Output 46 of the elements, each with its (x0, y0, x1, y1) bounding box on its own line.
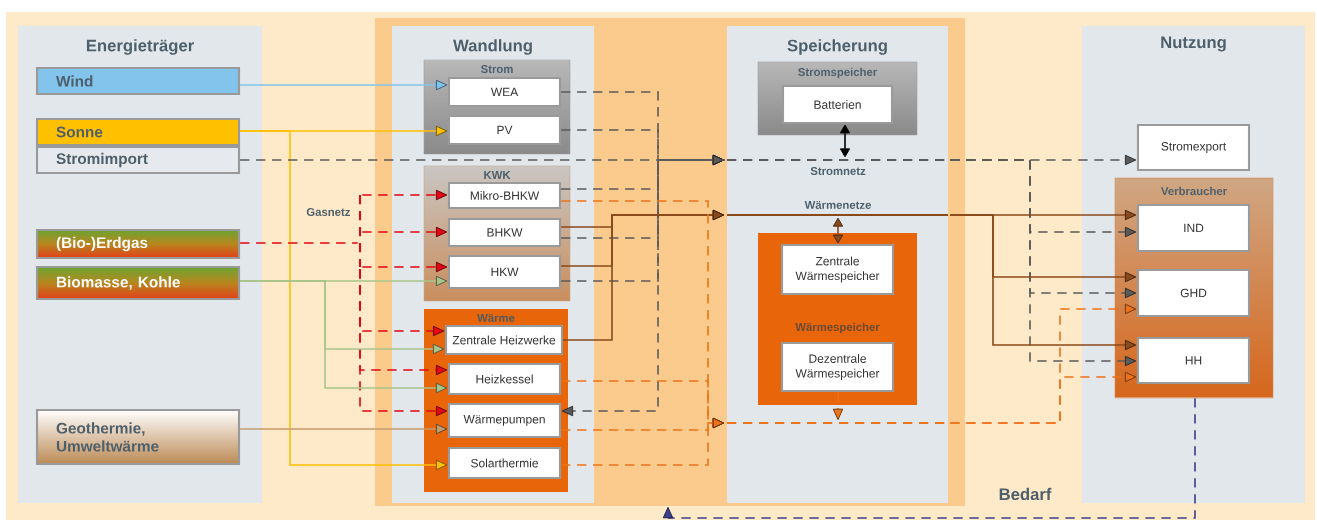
area-label: Bedarf (999, 487, 1052, 501)
arrow (839, 124, 851, 158)
process-box: Stromexport (1136, 123, 1251, 172)
source-box: Geothermie, Umweltwärme (35, 408, 241, 466)
process-box: Batterien (781, 84, 894, 125)
arrow (361, 189, 448, 201)
network-label: Stromnetz (810, 167, 866, 175)
process-box: WEA (447, 76, 562, 108)
arrow (359, 268, 448, 417)
arrow (562, 209, 725, 341)
arrow (560, 154, 725, 282)
connector-line (239, 242, 359, 244)
arrow (832, 391, 844, 421)
process-box: Zentrale Wärmespeicher (780, 243, 895, 296)
source-box: Biomasse, Kohle (35, 265, 241, 301)
arrow (239, 423, 448, 435)
process-box: HH (1136, 336, 1251, 385)
arrow (361, 226, 448, 238)
source-box: Wind (35, 66, 241, 96)
arrow (239, 79, 448, 91)
arrow (949, 159, 1137, 367)
arrow (949, 214, 1137, 351)
process-box: GHD (1136, 268, 1251, 318)
process-box: Dezentrale Wärmespeicher (780, 341, 895, 393)
arrow (560, 417, 725, 466)
arrow (239, 130, 448, 471)
source-box: Sonne (35, 117, 241, 147)
arrow (949, 371, 1137, 424)
process-box: Solarthermie (447, 446, 562, 480)
process-box: BHKW (447, 217, 562, 248)
process-box: Wärmepumpen (447, 402, 562, 439)
process-box: HKW (447, 254, 562, 290)
arrow (662, 397, 1196, 519)
arrow (832, 217, 844, 244)
arrow (239, 280, 448, 394)
source-box: (Bio-)Erdgas (35, 228, 241, 260)
arrow (361, 261, 448, 273)
process-box: Zentrale Heizwerke (444, 324, 564, 356)
process-box: Mikro-BHKW (447, 181, 562, 210)
arrow (561, 159, 726, 417)
process-box: Heizkessel (447, 362, 562, 396)
process-box: IND (1136, 203, 1251, 253)
process-box: PV (447, 114, 562, 146)
network-label: Gasnetz (306, 208, 350, 216)
network-label: Wärmenetze (804, 201, 871, 209)
source-box: Stromimport (35, 145, 241, 175)
